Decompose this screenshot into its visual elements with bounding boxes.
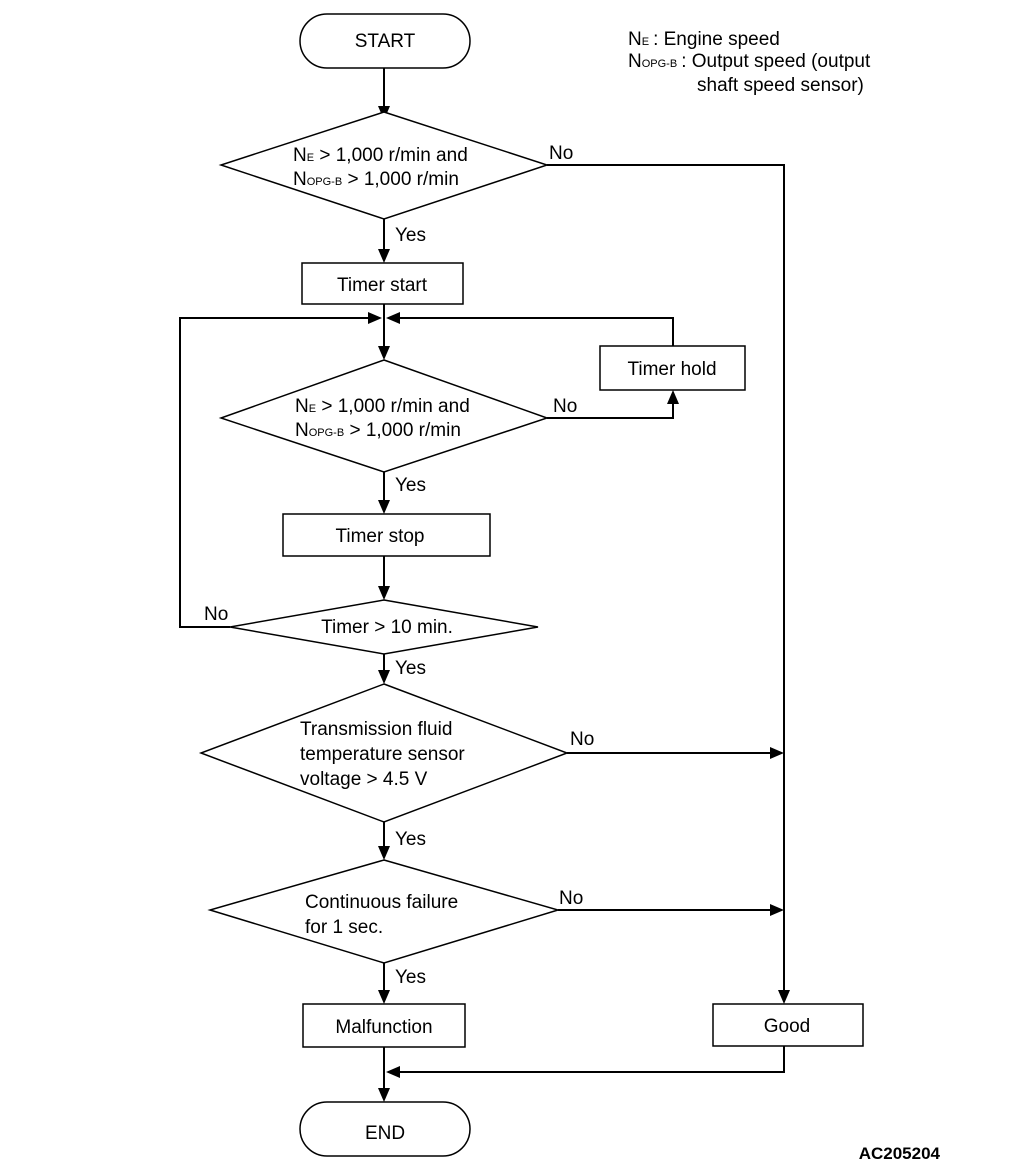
end-terminal [299,1101,471,1157]
start-terminal [299,13,471,69]
yes-label: Yes [395,829,426,850]
condition-4-line-1: Transmission fluid [300,719,452,740]
condition-4-line-3: voltage > 4.5 V [300,769,428,790]
arrowheads [368,106,790,1102]
condition-diamond-2 [218,359,550,473]
malfunction-box [302,1003,466,1048]
line-cond3-no-loop [179,317,372,628]
no-label: No [553,396,577,417]
arrowhead [378,1088,390,1102]
yes-label: Yes [395,475,426,496]
condition-2-line-1: NE > 1,000 r/min and [295,396,470,417]
condition-diamond-4 [198,683,570,823]
timer-start-box [301,262,464,305]
malfunction-label: Malfunction [335,1017,432,1038]
line-cond2-no [547,398,674,419]
line-cond1-no [547,164,785,996]
timer-stop-box [282,513,491,557]
start-label: START [355,31,416,52]
arrowhead [378,670,390,684]
arrowhead [386,312,400,324]
condition-diamond-3 [229,599,539,655]
line-good-merge [396,1046,785,1073]
arrowhead [667,390,679,404]
condition-5-line-1: Continuous failure [305,892,458,913]
condition-1-line-1: NE > 1,000 r/min and [293,145,468,166]
legend-output-speed: NOPG-B: Output speed (output [628,51,871,72]
no-label: No [549,143,573,164]
arrowhead [770,904,784,916]
end-label: END [365,1123,405,1144]
arrowhead [778,990,790,1004]
good-box [712,1003,864,1047]
timer-start-label: Timer start [337,275,428,296]
yes-label: Yes [395,658,426,679]
timer-stop-label: Timer stop [335,526,424,547]
condition-diamond-5 [207,859,561,964]
no-label: No [559,888,583,909]
arrowhead [378,586,390,600]
arrowhead [378,249,390,263]
arrowhead [378,990,390,1004]
no-label: No [570,729,594,750]
condition-4-line-2: temperature sensor [300,744,465,765]
condition-3-label: Timer > 10 min. [321,617,453,638]
yes-label: Yes [395,225,426,246]
yes-label: Yes [395,967,426,988]
no-label: No [204,604,228,625]
condition-5-line-2: for 1 sec. [305,917,383,938]
arrowhead [378,500,390,514]
arrowhead [770,747,784,759]
timer-hold-box [599,345,746,391]
arrowhead [378,846,390,860]
arrowhead [386,1066,400,1078]
condition-diamond-1 [218,111,550,220]
figure-code: AC205204 [859,1144,941,1163]
condition-1-line-2: NOPG-B > 1,000 r/min [293,169,459,190]
connectors [179,68,785,1094]
arrowhead [378,346,390,360]
line-hold-loop [396,317,674,346]
timer-hold-label: Timer hold [627,359,716,380]
good-label: Good [764,1016,810,1037]
legend-output-speed-cont: shaft speed sensor) [697,75,864,96]
condition-2-line-2: NOPG-B > 1,000 r/min [295,420,461,441]
arrowhead [368,312,382,324]
legend-engine-speed: NE: Engine speed [628,29,780,50]
